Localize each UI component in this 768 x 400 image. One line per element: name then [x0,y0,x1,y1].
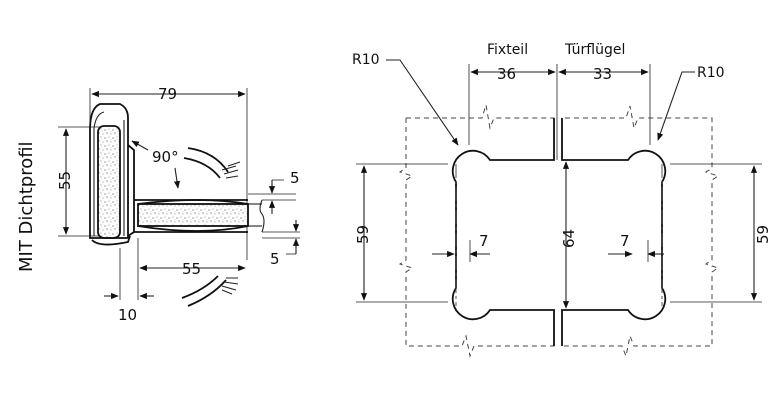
dim-79: 79 [158,85,177,103]
hinge-body [89,103,129,239]
door-glass-outline [561,105,720,358]
dim-55-vertical: 55 [56,171,74,190]
label-tuerfluegel: Türflügel [564,42,625,58]
fixed-glass-panel [97,125,121,239]
dim-59-left: 59 [354,225,372,244]
dim-5-top: 5 [290,169,300,187]
dim-36: 36 [497,65,516,83]
dim-33: 33 [593,65,612,83]
label-r10-right: R10 [697,65,725,81]
right-view: Fixteil Türflügel 36 33 R10 R10 59 [352,42,768,358]
label-r10-left: R10 [352,52,380,68]
dim-10: 10 [118,306,137,324]
dim-5-bottom: 5 [270,250,280,268]
dim-64: 64 [560,229,578,248]
left-view: 79 55 90° [56,85,300,324]
dim-59-right: 59 [754,225,768,244]
door-glass-panel [137,203,249,227]
side-label: MIT Dichtprofil [16,141,37,272]
rotation-arrow-bottom [187,279,227,307]
angle-90: 90° [152,148,179,166]
dim-7-left: 7 [479,232,489,250]
cutout-fixed-part [451,118,555,346]
dim-55-horizontal: 55 [182,260,201,278]
label-fixteil: Fixteil [487,42,528,58]
dim-7-right: 7 [620,232,630,250]
